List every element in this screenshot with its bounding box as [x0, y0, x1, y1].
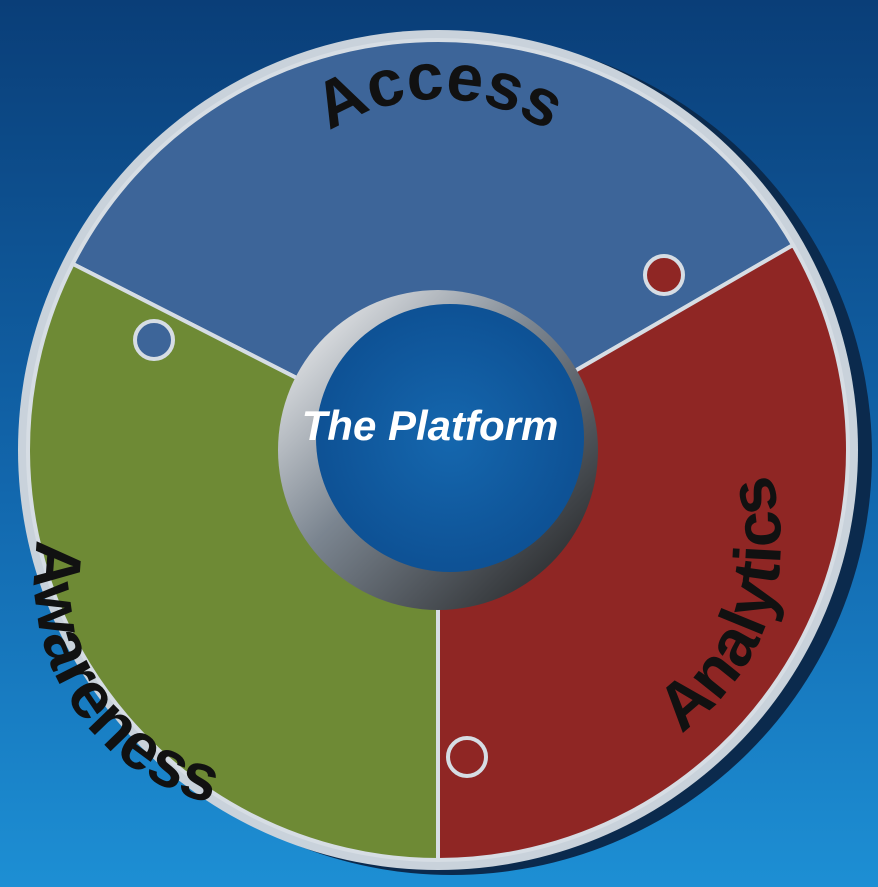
center-hole	[316, 304, 584, 572]
puzzle-tab-awareness-access	[133, 319, 175, 361]
puzzle-tab-access-analytics	[643, 254, 685, 296]
center-label: The Platform	[302, 402, 559, 449]
puzzle-tab-analytics-awareness	[446, 736, 488, 778]
